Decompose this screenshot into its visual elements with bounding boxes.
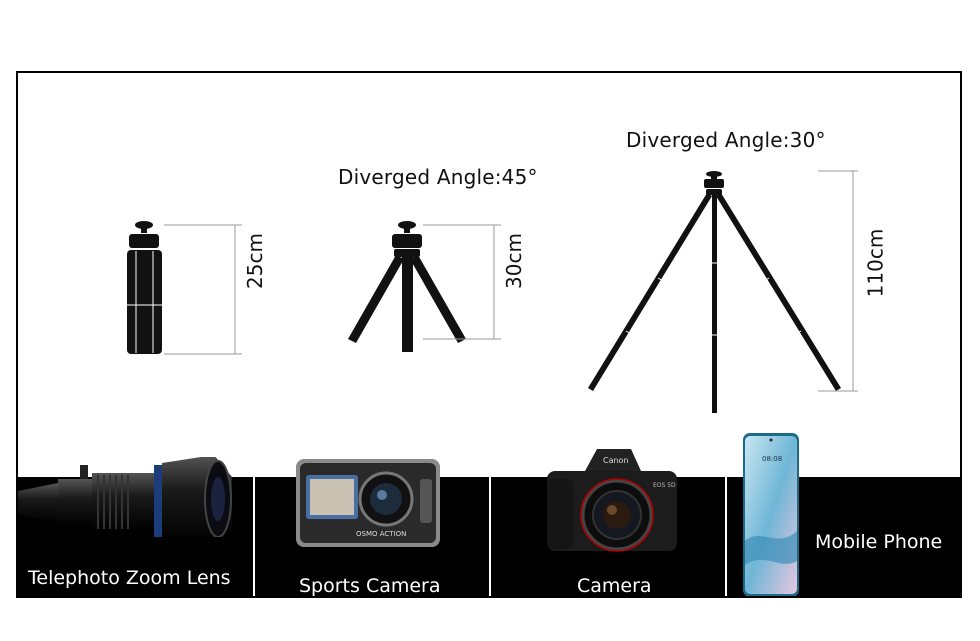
phone-clock-text: 08:08 [762,455,782,463]
telephoto-lens-icon [18,457,232,537]
spec-frame: Diverged Angle:45° Diverged Angle:30° [16,71,962,598]
device-panel-camera: Canon EOS 5D Camera [491,449,725,597]
device-strip: Telephoto Zoom Lens OSMO ACTION Sports C… [18,433,960,597]
dimension-line-30cm [423,224,501,340]
device-panel-sports: OSMO ACTION Sports Camera [255,459,489,597]
device-label-phone: Mobile Phone [815,531,943,553]
angle-label-45: Diverged Angle:45° [338,165,538,189]
device-label-telephoto: Telephoto Zoom Lens [28,567,231,589]
height-label-25cm: 25cm [242,233,267,289]
eos-text: EOS 5D [653,482,676,489]
panel-divider [253,477,255,596]
height-label-110cm: 110cm [863,228,888,298]
osmo-text: OSMO ACTION [356,530,406,538]
device-panel-telephoto: Telephoto Zoom Lens [18,457,253,596]
tripod-short-icon [348,221,466,352]
device-label-sports: Sports Camera [299,575,441,597]
action-camera-icon: OSMO ACTION [296,459,440,547]
dimension-line-110cm [818,170,858,392]
tripod-illustrations [127,170,858,413]
panel-divider [489,477,491,596]
angle-label-30: Diverged Angle:30° [626,128,826,152]
height-label-30cm: 30cm [501,233,526,289]
device-label-camera: Camera [577,575,652,597]
canon-logo-text: Canon [603,456,629,465]
panel-divider [725,477,727,596]
device-panel-phone: 08:08 Mobile Phone [727,433,960,596]
tripod-folded-icon [127,221,162,354]
dimension-line-25cm [164,224,242,355]
dslr-camera-icon: Canon EOS 5D [547,449,677,552]
tripod-tall-icon [588,171,841,413]
smartphone-icon: 08:08 [743,433,799,596]
